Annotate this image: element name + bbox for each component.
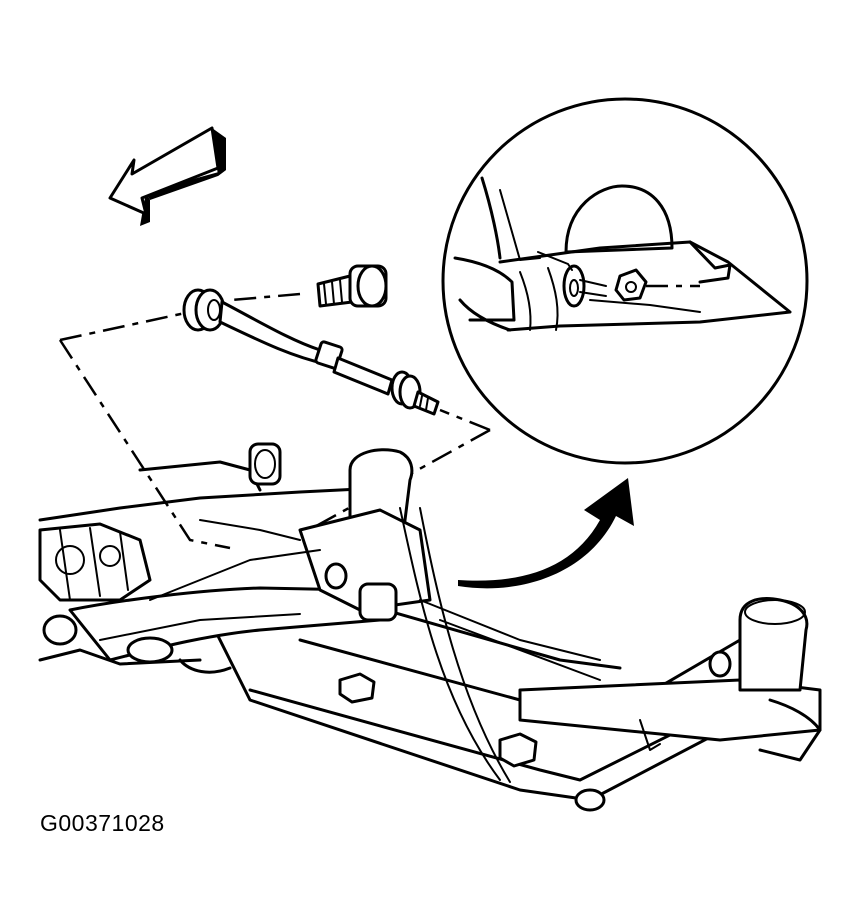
exploded-cable-and-bolt xyxy=(58,264,491,550)
front-direction-arrow-icon xyxy=(108,126,226,226)
rear-subframe-assembly xyxy=(38,442,822,812)
detail-magnifier-circle xyxy=(441,97,809,465)
callout-curved-arrow-icon xyxy=(458,478,634,589)
figure-id-label: G00371028 xyxy=(40,810,165,836)
